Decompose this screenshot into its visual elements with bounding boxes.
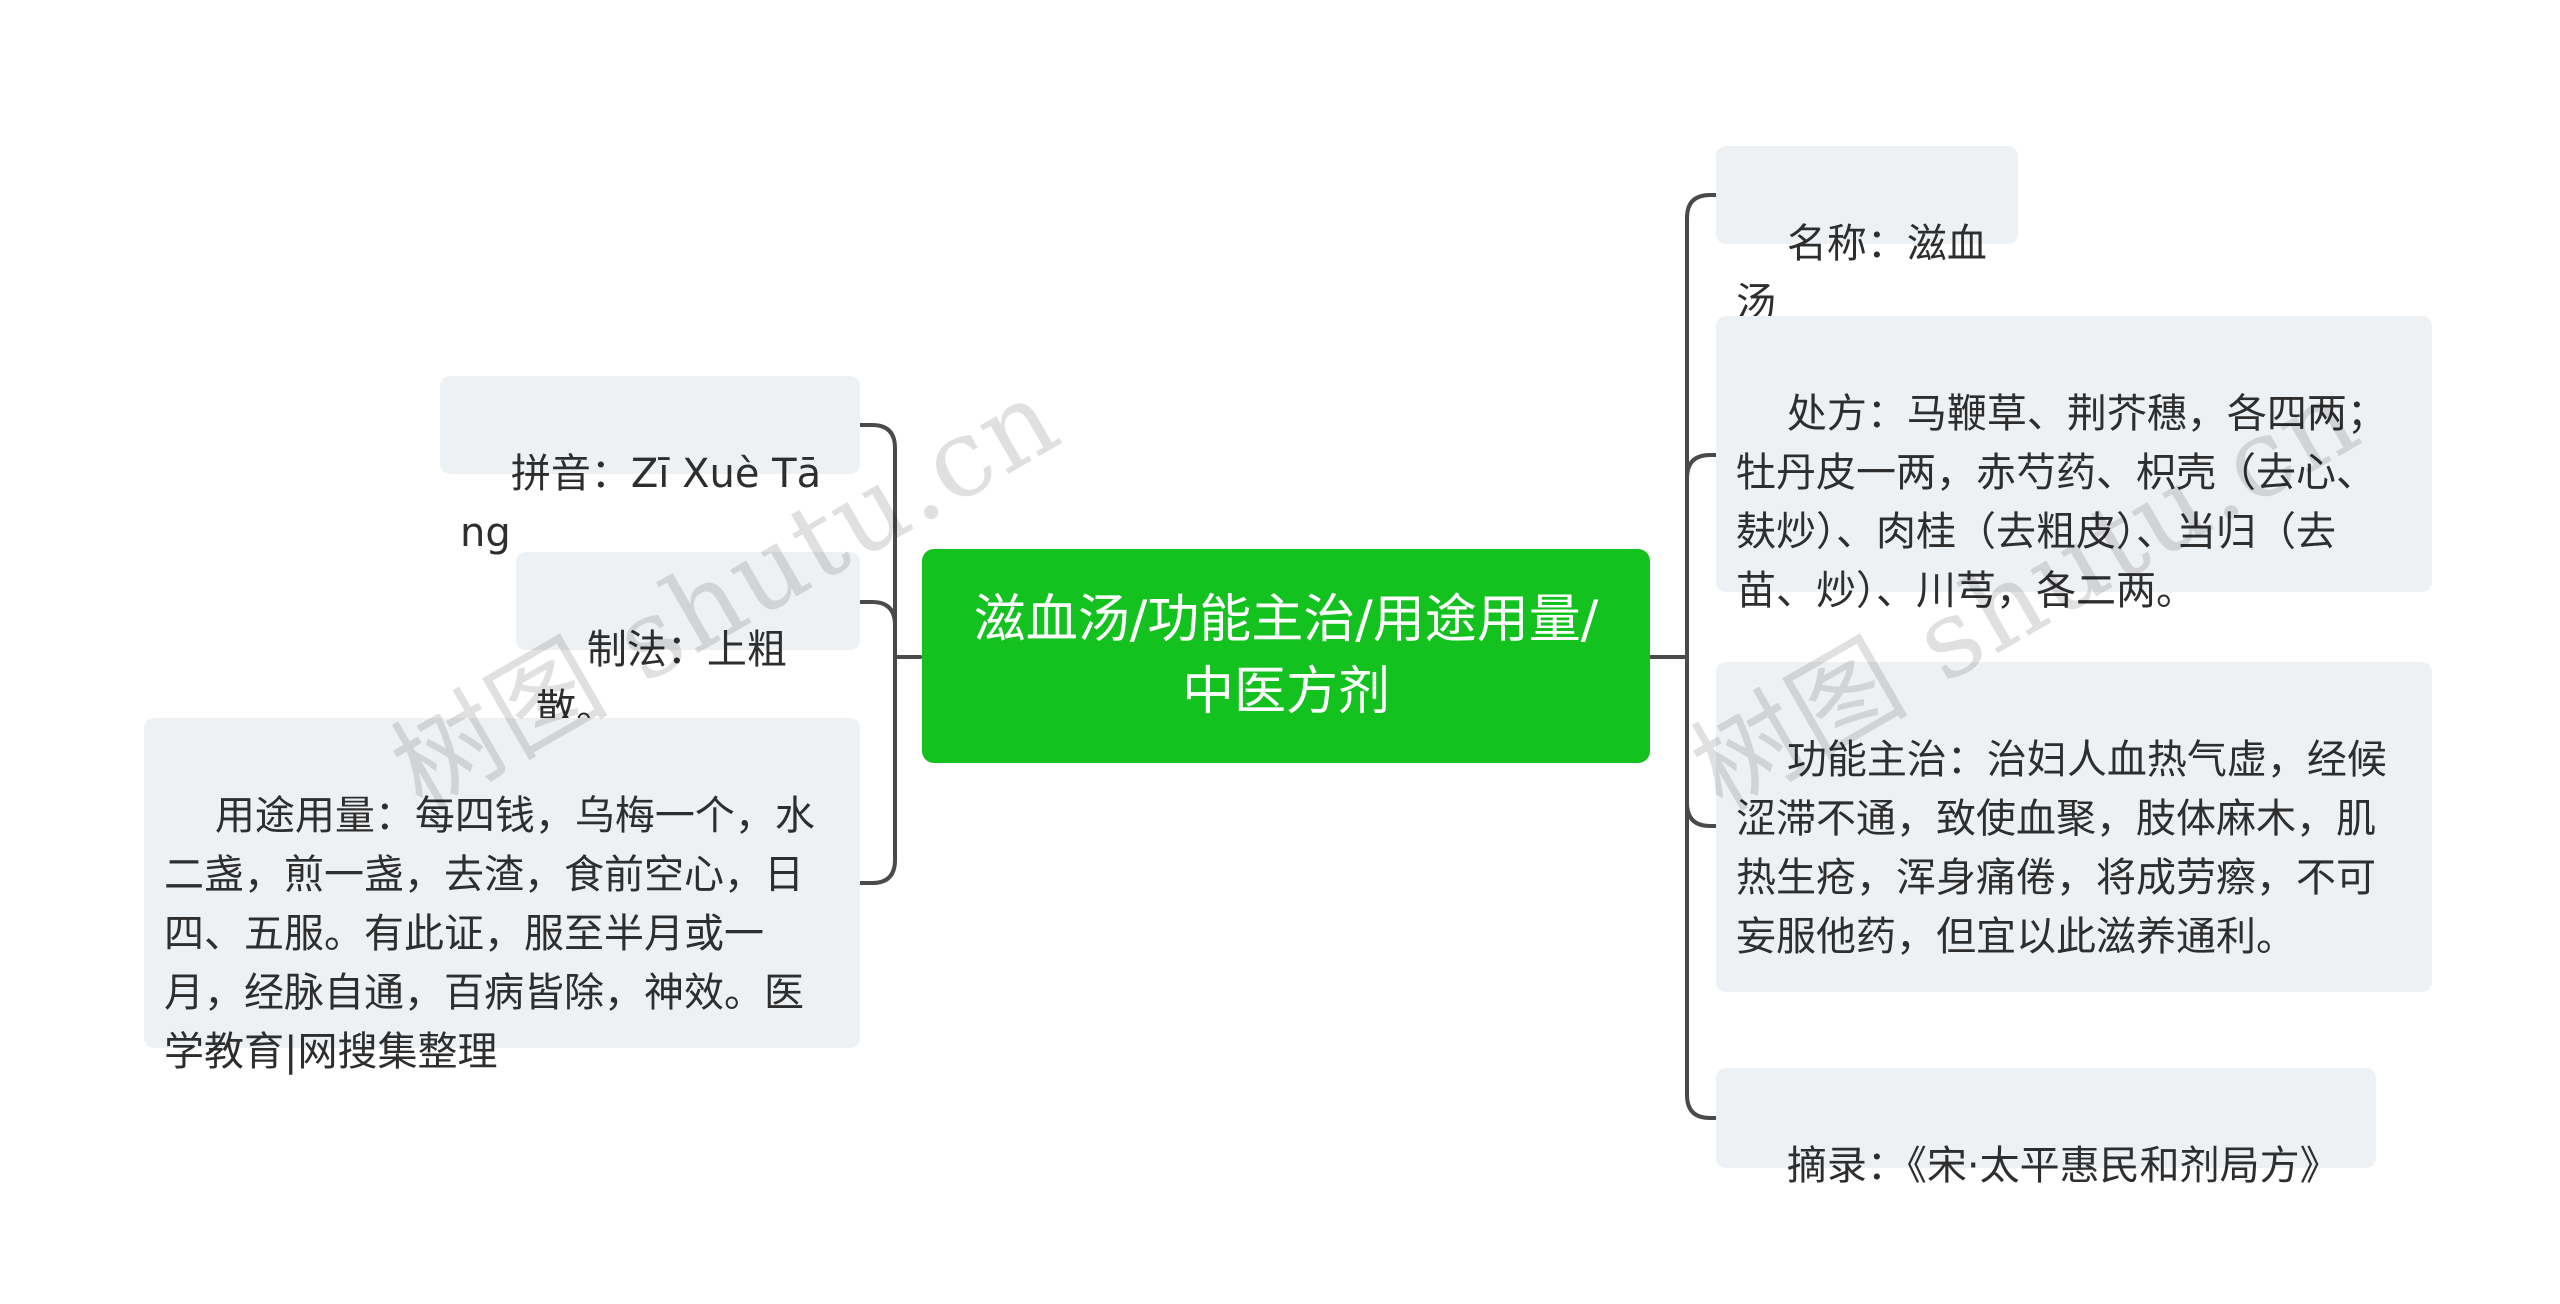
connector-right-zhailu: [1648, 655, 1718, 1120]
connector-right-gongneng: [1648, 655, 1718, 828]
topic-yongtu[interactable]: 用途用量：每四钱，乌梅一个，水二盏，煎一盏，去渣，食前空心，日四、五服。有此证，…: [144, 718, 860, 1075]
topic-yongtu-text: 用途用量：每四钱，乌梅一个，水二盏，煎一盏，去渣，食前空心，日四、五服。有此证，…: [164, 793, 815, 1075]
topic-chufang[interactable]: 处方：马鞭草、荆芥穗，各四两；牡丹皮一两，赤芍药、枳壳（去心、麸炒）、肉桂（去粗…: [1716, 316, 2432, 614]
topic-gongneng[interactable]: 功能主治：治妇人血热气虚，经候涩滞不通，致使血聚，肢体麻木，肌热生疮，浑身痛倦，…: [1716, 662, 2432, 992]
topic-mingcheng[interactable]: 名称：滋血汤: [1716, 146, 2018, 326]
connector-left-pinyin: [858, 423, 922, 659]
topic-pinyin[interactable]: 拼音：Zī Xuè Tāng: [440, 376, 860, 556]
root-topic[interactable]: 滋血汤/功能主治/用途用量/中医方剂: [922, 549, 1650, 763]
root-topic-label: 滋血汤/功能主治/用途用量/中医方剂: [973, 590, 1599, 722]
connector-left-yongtu: [858, 655, 922, 885]
topic-gongneng-text: 功能主治：治妇人血热气虚，经候涩滞不通，致使血聚，肢体麻木，肌热生疮，浑身痛倦，…: [1736, 737, 2387, 960]
connector-right-chufang: [1648, 453, 1718, 659]
connector-right-mingcheng: [1648, 193, 1718, 659]
topic-zhailu-text: 摘录：《宋·太平惠民和剂局方》: [1786, 1143, 2340, 1189]
topic-zhailu[interactable]: 摘录：《宋·太平惠民和剂局方》: [1716, 1068, 2376, 1189]
topic-zhifa[interactable]: 制法：上粗散。: [516, 552, 860, 732]
topic-chufang-text: 处方：马鞭草、荆芥穗，各四两；牡丹皮一两，赤芍药、枳壳（去心、麸炒）、肉桂（去粗…: [1736, 391, 2387, 614]
topic-pinyin-text: 拼音：Zī Xuè Tāng: [460, 451, 822, 556]
connector-left-zhifa: [858, 600, 922, 659]
